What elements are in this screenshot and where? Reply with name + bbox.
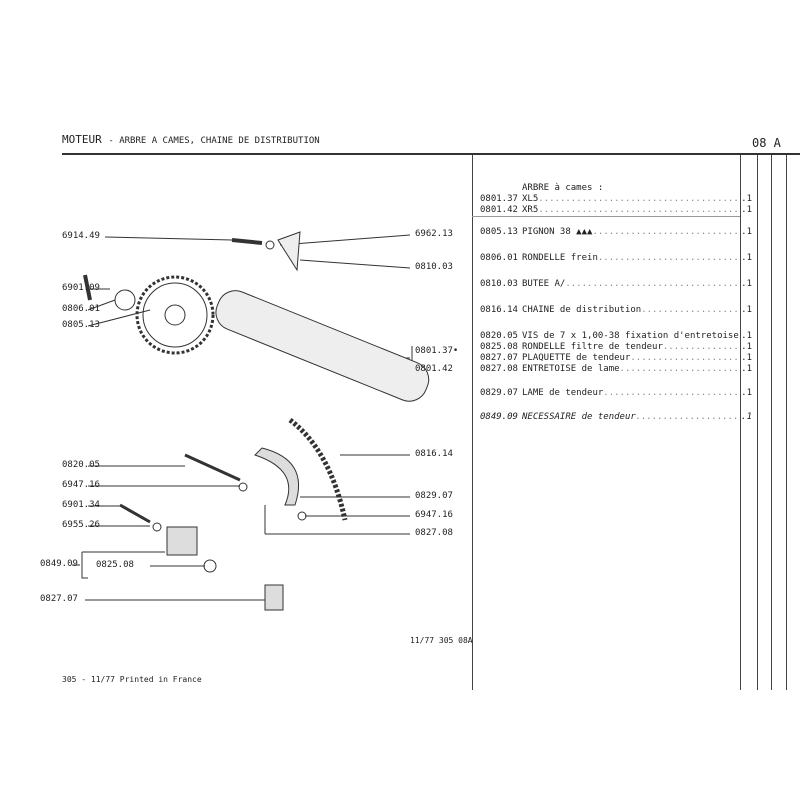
callout-label: 6914.49 <box>62 231 100 241</box>
row-separator <box>472 216 740 217</box>
washer-icon <box>114 240 307 532</box>
callout-label: 0810.03 <box>415 262 453 272</box>
page-number: 08 A <box>752 136 781 150</box>
tensioner-blade-icon <box>254 447 299 506</box>
print-footer: 305 - 11/77 Printed in France <box>62 675 202 684</box>
callout-label: 0827.08 <box>415 528 453 538</box>
callout-label: 0820.05 <box>62 460 100 470</box>
callout-label: 0849.09 <box>40 559 78 569</box>
callout-label: 0805.13 <box>62 320 100 330</box>
column-divider <box>740 155 741 690</box>
callout-label: 6947.16 <box>62 480 100 490</box>
callout-label: 6901.34 <box>62 500 100 510</box>
column-divider <box>786 155 787 690</box>
bolt-icon <box>83 238 263 524</box>
camshaft-icon <box>215 290 430 402</box>
page-title: - ARBRE A CAMES, CHAINE DE DISTRIBUTION <box>108 136 320 146</box>
column-divider <box>771 155 772 690</box>
column-divider <box>757 155 758 690</box>
callout-label: 0801.42 <box>415 364 453 374</box>
callout-label: 0827.07 <box>40 594 78 604</box>
callout-label: 0825.08 <box>96 560 134 570</box>
callout-label: 6962.13 <box>415 229 453 239</box>
table-border <box>472 155 473 690</box>
callout-label: 6947.16 <box>415 510 453 520</box>
figure-reference: 11/77 305 08A <box>410 636 473 645</box>
section-title: MOTEUR <box>62 133 102 146</box>
timing-gear-icon <box>135 275 215 355</box>
page-header: MOTEUR - ARBRE A CAMES, CHAINE DE DISTRI… <box>62 133 320 146</box>
chain-icon <box>288 418 348 521</box>
group-title: ARBRE à cames : <box>522 183 604 193</box>
callout-label: 6955.26 <box>62 520 100 530</box>
callout-label: 0806.01 <box>62 304 100 314</box>
callout-label: 0801.37• <box>415 346 459 356</box>
tensioner-body-icon <box>166 231 301 611</box>
header-rule <box>62 153 800 155</box>
callout-label: 0816.14 <box>415 449 453 459</box>
callout-label: 0829.07 <box>415 491 453 501</box>
callout-label: 6901.09 <box>62 283 100 293</box>
